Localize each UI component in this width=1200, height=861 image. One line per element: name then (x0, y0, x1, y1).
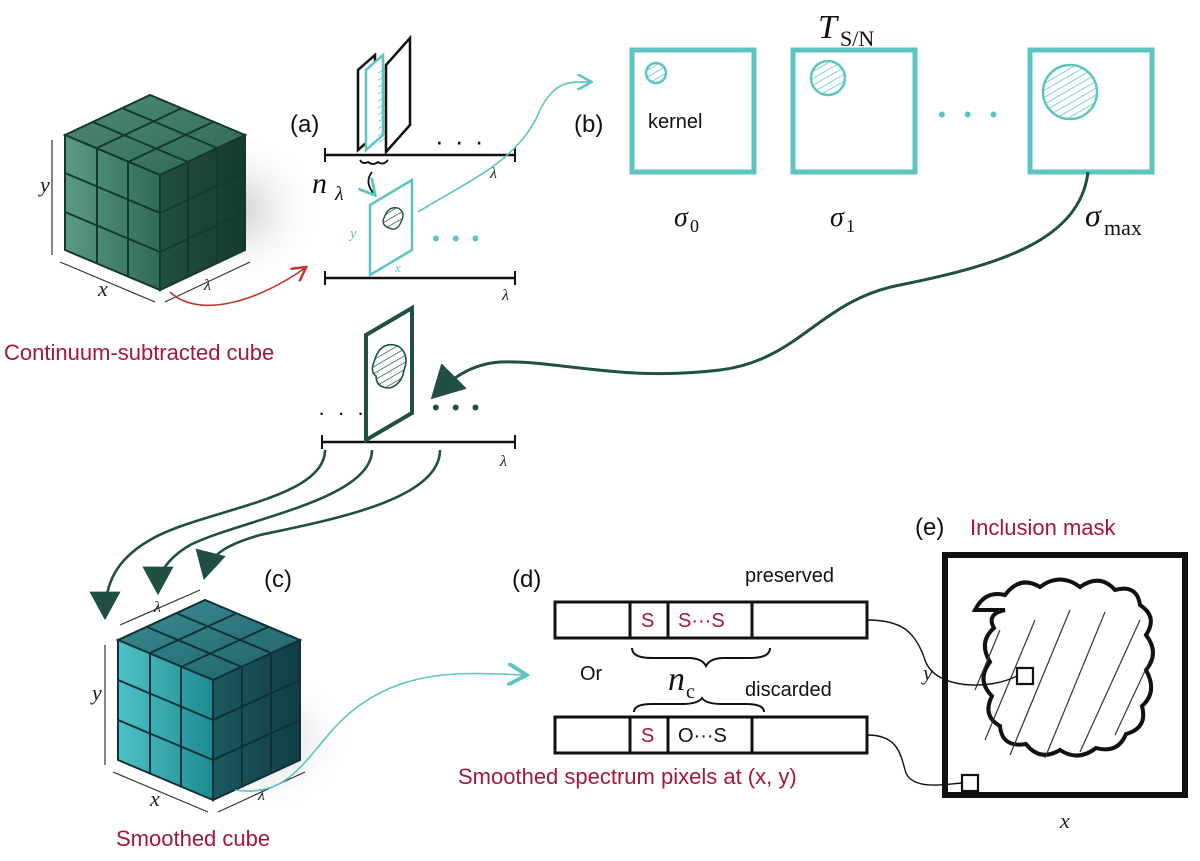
panel-a: (a) λ · · · n λ λ y x • • • (290, 34, 516, 304)
smoothed-blob (371, 343, 407, 389)
ellipsis-a-bottom: • • • (432, 226, 482, 251)
kernel-box-sigma1 (790, 47, 918, 175)
slice-blob (382, 207, 404, 230)
ellipsis-a-top: · · · (435, 126, 485, 156)
smoothed-cube-label: Smoothed cube (116, 826, 270, 851)
n-lambda-sub: λ (334, 183, 344, 205)
label-a: (a) (290, 111, 319, 138)
mask-pixel-outside (960, 773, 980, 793)
n-c-sub: c (686, 681, 695, 703)
mask-pixel-inside (1015, 666, 1035, 686)
smoothed-cube: y x λ λ (90, 589, 355, 815)
label-b: (b) (574, 111, 603, 138)
sigmamax-sub: max (1104, 215, 1142, 240)
red-arrow-cube-to-slices (169, 268, 305, 307)
cube2-lambda-axis-label: λ (257, 787, 265, 804)
ellipsis-b: • • • (938, 102, 1003, 127)
preserved-label: preserved (745, 565, 834, 587)
discarded-cell-2: O···S (678, 725, 727, 747)
axis-a-lambda: λ (489, 165, 497, 182)
axis-a2-lambda: λ (501, 287, 509, 304)
cube1-y-axis-label: y (38, 172, 50, 197)
t-sn-base: T (818, 9, 839, 46)
ellipsis-smooth-left: · · · (318, 400, 367, 425)
mask-blob-outline (971, 577, 1155, 758)
cube1-x-axis-label: x (97, 276, 108, 301)
discarded-cell-1: S (641, 725, 654, 747)
cube2-lambda-top-label: λ (153, 599, 161, 616)
mask-x-axis-label: x (1059, 808, 1070, 833)
n-lambda-base: n (312, 167, 327, 200)
preserved-cell-2: S···S (678, 610, 725, 632)
preserved-cell-1: S (641, 610, 654, 632)
n-c-base: n (668, 661, 685, 698)
panel-d: (d) preserved S S···S Or n c discarded S… (458, 565, 869, 789)
smoothed-spectrum-label: Smoothed spectrum pixels at (x, y) (458, 764, 797, 789)
sigma1-base: σ (830, 202, 845, 233)
preserved-spectrum-row (553, 600, 869, 640)
cube1-lambda-axis-label: λ (203, 277, 211, 294)
smoothed-slice-group: λ · · · • • • (318, 304, 516, 470)
label-e: (e) (915, 514, 944, 541)
sigma0-sub: 0 (690, 216, 699, 236)
discarded-label: discarded (745, 679, 832, 701)
panel-b: (b) kernel • • • T S/N σ 0 σ 1 σ max (574, 9, 1155, 240)
green-arrow-c1 (89, 449, 327, 621)
ellipsis-smooth-right: • • • (432, 395, 482, 420)
slice-y-label: y (348, 226, 357, 242)
green-arrow-c2 (142, 449, 374, 596)
label-c: (c) (264, 566, 292, 593)
green-arrow-c3 (195, 449, 442, 581)
teal-arrow-to-kernels (417, 82, 590, 213)
label-d: (d) (512, 566, 541, 593)
kernel-label: kernel (648, 111, 702, 133)
discarded-spectrum-row (553, 715, 869, 755)
cube2-y-axis-label: y (90, 680, 102, 705)
kernel-box-sigmamax (1027, 47, 1155, 175)
leader-discarded (866, 734, 963, 786)
t-sn-sub: S/N (840, 26, 874, 51)
or-label: Or (580, 663, 603, 685)
inclusion-mask-label: Inclusion mask (970, 515, 1117, 540)
axis-smooth-lambda: λ (499, 453, 507, 470)
green-arrow-back (430, 171, 1090, 400)
cube2-x-axis-label: x (149, 786, 160, 811)
leader-preserved (866, 619, 1018, 686)
sigma0-base: σ (674, 202, 689, 233)
teal-arrow-to-spectra (234, 673, 525, 792)
sigma1-sub: 1 (846, 216, 855, 236)
continuum-cube-label: Continuum-subtracted cube (4, 340, 274, 365)
panel-e: (e) Inclusion mask y x (915, 514, 1188, 833)
sigmamax-base: σ (1085, 197, 1102, 233)
continuum-subtracted-cube: y x λ (38, 93, 325, 303)
mask-y-axis-label: y (921, 660, 933, 685)
slice-x-label: x (394, 260, 401, 275)
